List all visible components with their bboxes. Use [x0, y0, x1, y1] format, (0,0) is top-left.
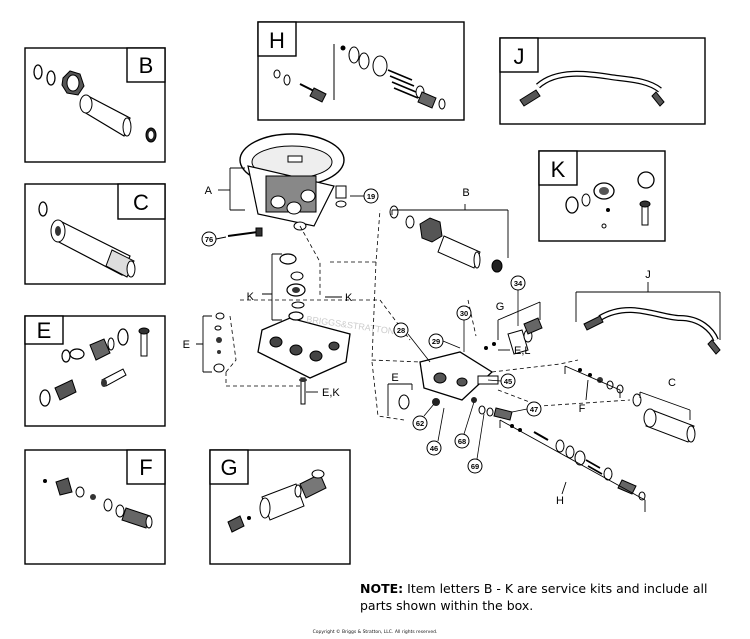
part-76-screw — [227, 227, 263, 237]
copyright-footer: Copyright © Briggs & Stratton, LLC. All … — [312, 630, 438, 635]
service-kit-note: NOTE: Item letters B - K are service kit… — [360, 580, 720, 614]
callout-leaders — [407, 290, 528, 460]
kit-box-e: E — [24, 315, 166, 427]
svg-text:47: 47 — [530, 405, 538, 414]
svg-text:29: 29 — [432, 337, 440, 346]
kit-label-k: K — [551, 157, 566, 182]
callout-e-l: E,L — [514, 345, 531, 357]
b-inlet-fitting — [389, 205, 503, 273]
kit-label-c: C — [133, 190, 149, 215]
kit-box-k: K — [538, 150, 666, 242]
svg-text:19: 19 — [367, 192, 375, 201]
kit-label-e: E — [37, 318, 52, 343]
callout-h: H — [556, 495, 564, 507]
kit-box-h: H — [257, 21, 465, 121]
svg-text:30: 30 — [460, 309, 468, 318]
kit-box-j: J — [499, 37, 706, 125]
svg-text:69: 69 — [471, 462, 479, 471]
kit-label-g: G — [220, 455, 237, 480]
callout-28: 28 — [393, 322, 409, 338]
kit-label-b: B — [139, 53, 154, 78]
callout-e-k: E,K — [322, 387, 340, 399]
callout-f: F — [579, 403, 586, 415]
c-outlet-fitting — [632, 393, 696, 443]
e-check-valve-stack — [213, 312, 225, 373]
callout-46: 46 — [426, 440, 442, 456]
callout-68: 68 — [454, 433, 470, 449]
callout-c: C — [668, 377, 676, 389]
part-number-callouts: 19 76 28 29 30 34 45 47 62 46 68 69 — [201, 188, 542, 474]
kit-label-h: H — [269, 28, 285, 53]
callout-e-right: E — [391, 372, 398, 384]
svg-text:34: 34 — [514, 279, 523, 288]
callout-g: G — [496, 301, 505, 313]
callout-a: A — [205, 185, 213, 197]
callout-34: 34 — [510, 275, 526, 291]
callout-69: 69 — [467, 458, 483, 474]
kit-label-f: F — [139, 455, 152, 480]
svg-text:62: 62 — [416, 419, 424, 428]
k-seal-stack — [279, 253, 306, 309]
callout-19: 19 — [363, 188, 379, 204]
callout-e: E — [183, 339, 190, 351]
callout-k-right: K — [345, 292, 353, 304]
bolt-e-k — [299, 377, 307, 405]
kit-label-j: J — [514, 44, 525, 69]
hose-j — [583, 307, 721, 355]
callout-30: 30 — [456, 305, 472, 321]
g-chemical-injector — [484, 317, 543, 355]
callout-62: 62 — [412, 415, 428, 431]
callout-47: 47 — [526, 401, 542, 417]
leader-lines — [196, 167, 721, 512]
svg-text:68: 68 — [458, 437, 466, 446]
svg-text:28: 28 — [397, 326, 405, 335]
callout-letters: A B K K E E,K G E,L E F C H J — [183, 185, 676, 507]
pump-manifold: BRIGGS&STRATTON — [257, 311, 395, 379]
pump-swashplate-assembly — [239, 133, 345, 231]
callout-k-left: K — [247, 291, 255, 303]
svg-text:45: 45 — [504, 377, 512, 386]
callout-45: 45 — [500, 373, 516, 389]
part-19-fitting — [335, 185, 347, 208]
svg-text:76: 76 — [205, 235, 213, 244]
note-label: NOTE: — [360, 581, 404, 596]
callout-j: J — [645, 269, 651, 281]
kit-box-c: C — [24, 183, 166, 285]
note-text: Item letters B - K are service kits and … — [360, 581, 708, 613]
callout-76: 76 — [201, 231, 217, 247]
svg-text:46: 46 — [430, 444, 438, 453]
callout-29: 29 — [428, 333, 444, 349]
kit-box-b: B — [24, 47, 166, 163]
kit-box-f: F — [24, 449, 166, 565]
callout-b: B — [462, 187, 469, 199]
unloader-assembly — [398, 351, 513, 421]
kit-box-g: G — [209, 449, 351, 565]
f-valve-stack — [578, 368, 624, 394]
